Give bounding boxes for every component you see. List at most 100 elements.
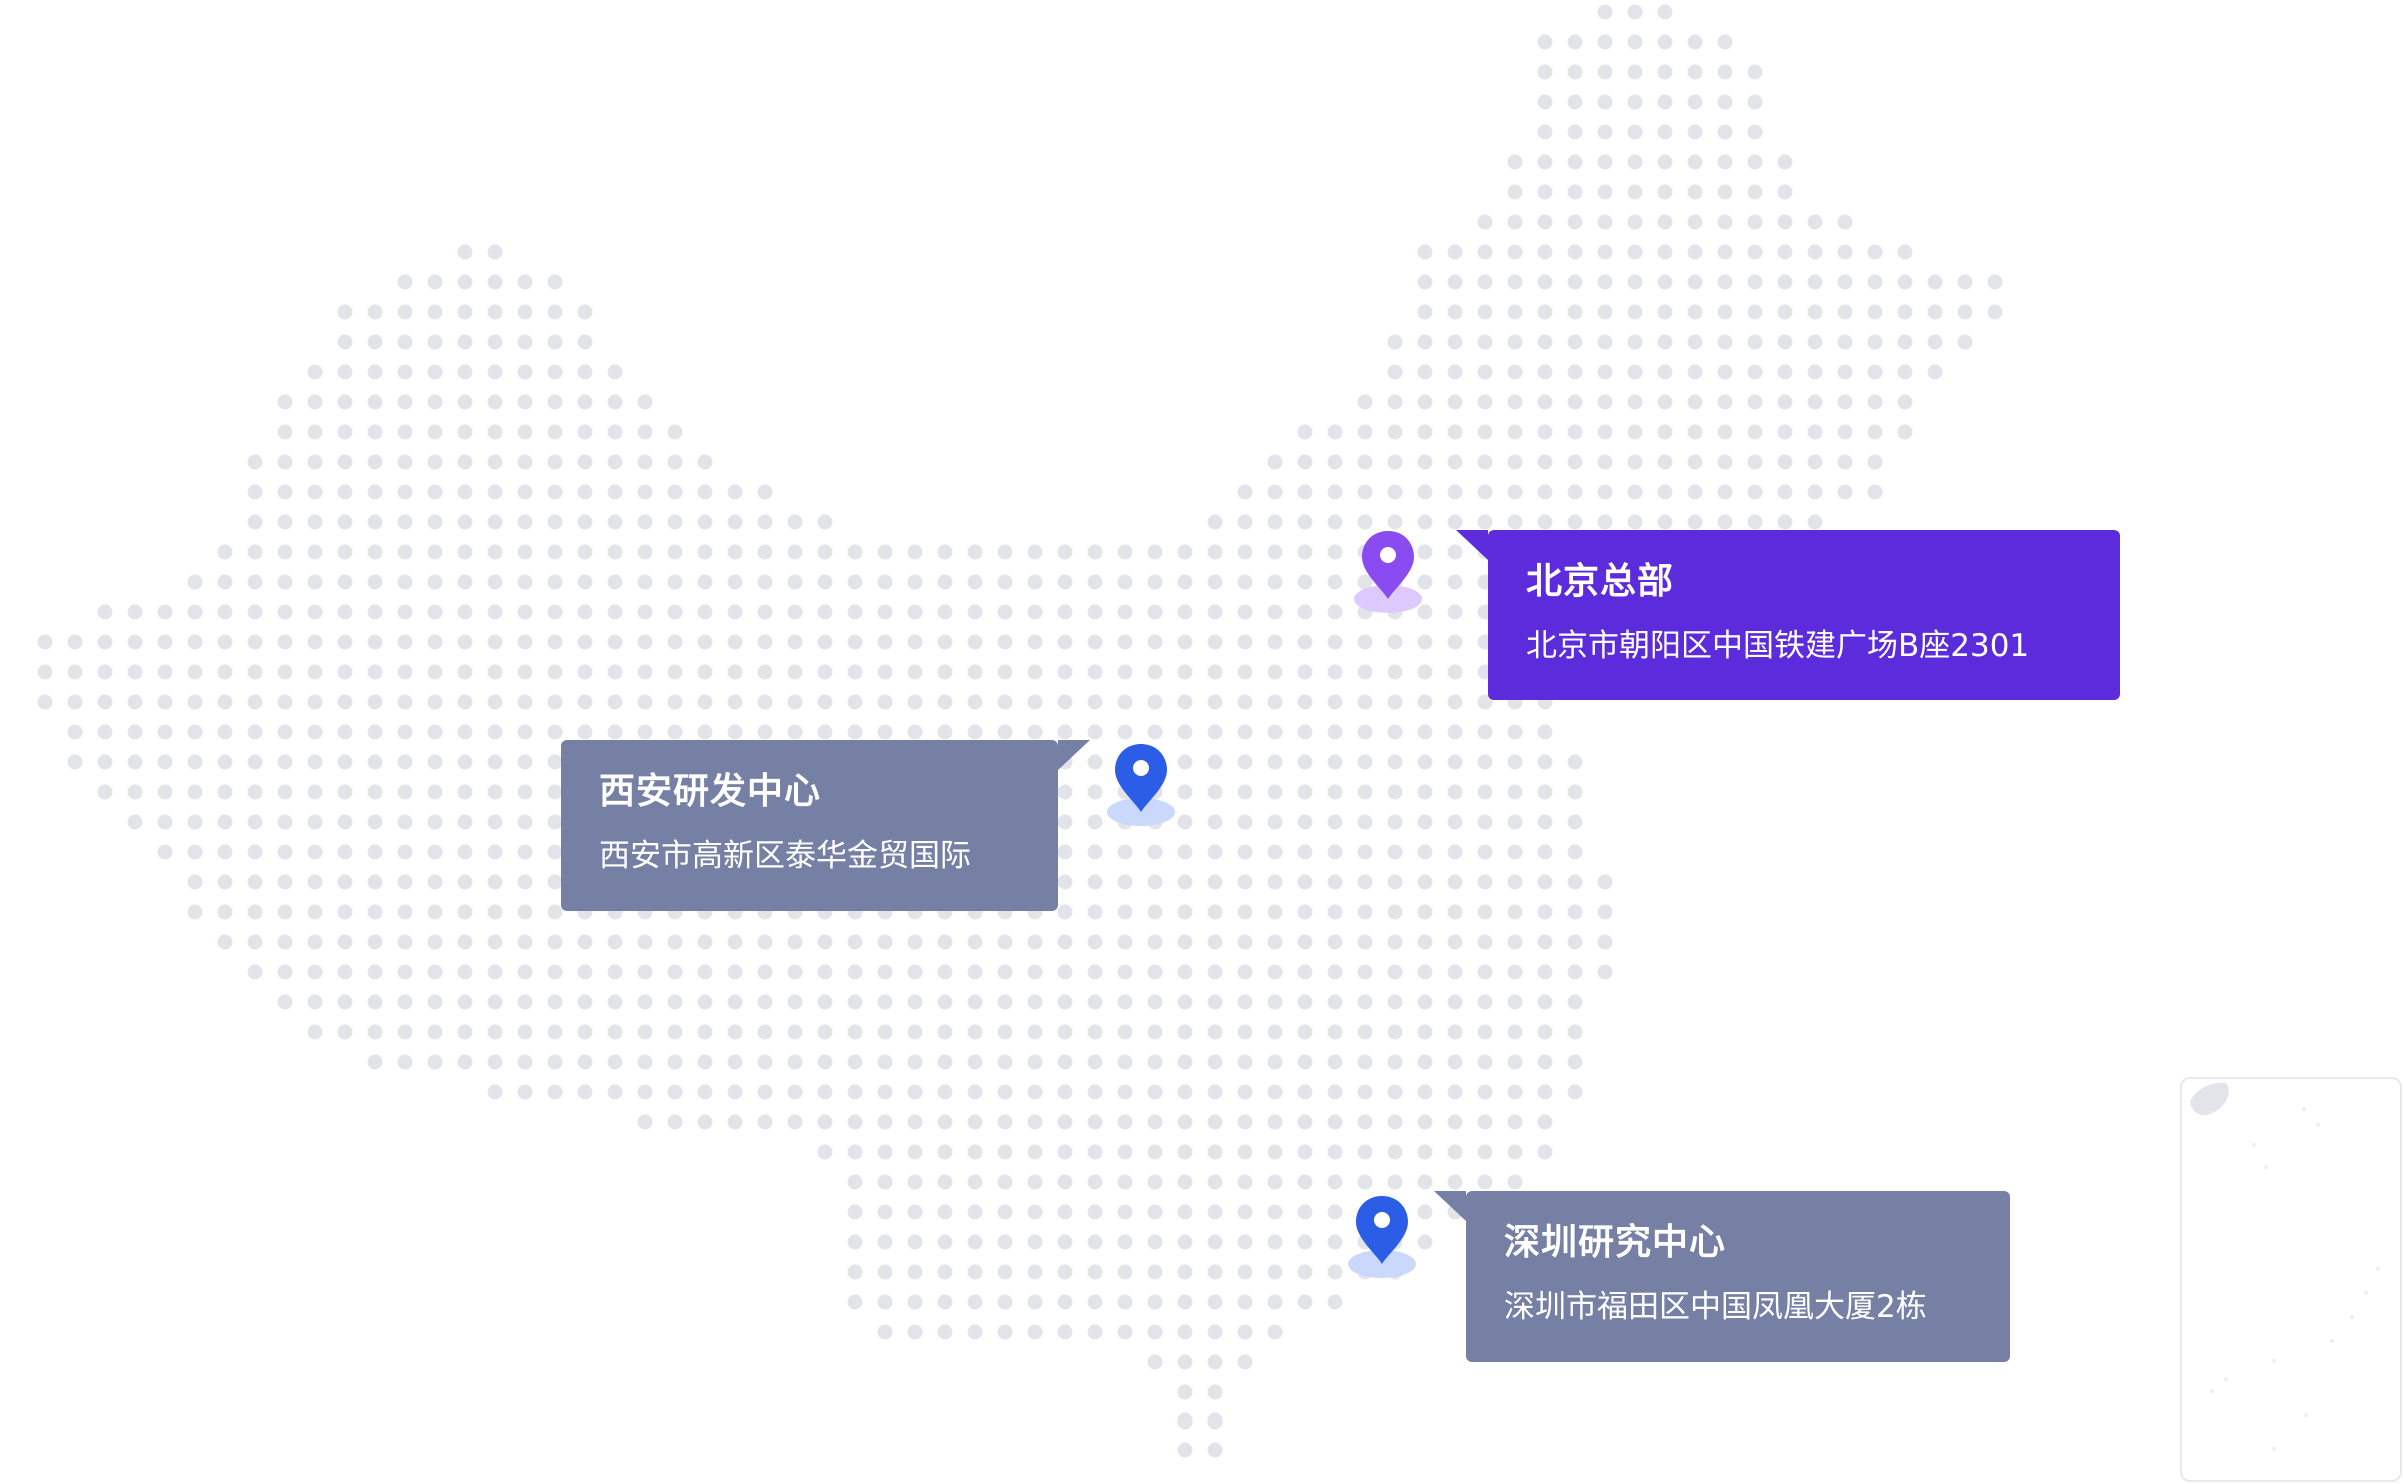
map-dot <box>1207 994 1223 1010</box>
shenzhen-location-card[interactable]: 深圳研究中心 深圳市福田区中国凤凰大厦2栋 <box>1434 1191 2010 1362</box>
map-dot <box>1567 964 1583 980</box>
map-dot <box>517 994 533 1010</box>
map-dot <box>1597 484 1613 500</box>
map-dot <box>1057 1144 1073 1160</box>
map-dot <box>1417 694 1433 710</box>
map-dot <box>967 1114 983 1130</box>
map-dot <box>457 634 473 650</box>
map-dot <box>1147 964 1163 980</box>
map-dot <box>1237 964 1253 980</box>
map-dot <box>1087 1144 1103 1160</box>
map-dot <box>1297 454 1313 470</box>
map-dot <box>1267 1024 1283 1040</box>
map-dot <box>847 934 863 950</box>
map-dot <box>217 874 233 890</box>
map-dot <box>1387 424 1403 440</box>
map-dot <box>1627 34 1643 50</box>
map-dot <box>187 844 203 860</box>
map-dot <box>1177 1144 1193 1160</box>
map-dot <box>367 424 383 440</box>
map-dot <box>307 1024 323 1040</box>
map-dot <box>337 724 353 740</box>
map-dot <box>1027 574 1043 590</box>
map-dot <box>727 724 743 740</box>
map-dot <box>1057 964 1073 980</box>
map-dot <box>547 604 563 620</box>
map-dot <box>487 1024 503 1040</box>
xian-location-card[interactable]: 西安研发中心 西安市高新区泰华金贸国际 <box>561 740 1090 911</box>
map-dot <box>937 544 953 560</box>
map-dot <box>1237 724 1253 740</box>
map-dot <box>1687 454 1703 470</box>
map-dot <box>667 1084 683 1100</box>
map-dot <box>1777 364 1793 380</box>
map-dot <box>1057 1204 1073 1220</box>
shenzhen-map-pin-icon[interactable] <box>1344 1190 1420 1282</box>
map-dot <box>307 454 323 470</box>
map-dot <box>277 604 293 620</box>
map-dot <box>1267 574 1283 590</box>
map-dot <box>337 784 353 800</box>
map-dot <box>997 964 1013 980</box>
map-dot <box>1957 334 1973 350</box>
map-dot <box>1477 514 1493 530</box>
map-dot <box>967 604 983 620</box>
map-dot <box>1387 994 1403 1010</box>
map-dot <box>1477 964 1493 980</box>
map-dot <box>1567 454 1583 470</box>
map-dot <box>1147 1024 1163 1040</box>
map-dot <box>1117 1234 1133 1250</box>
xian-map-pin-icon[interactable] <box>1103 738 1179 830</box>
map-dot <box>307 394 323 410</box>
map-dot <box>427 724 443 740</box>
map-dot <box>277 814 293 830</box>
map-dot <box>1597 184 1613 200</box>
map-dot <box>1807 394 1823 410</box>
map-dot <box>457 244 473 260</box>
map-dot <box>307 424 323 440</box>
map-dot <box>967 1084 983 1100</box>
map-dot <box>427 694 443 710</box>
map-dot <box>1327 424 1343 440</box>
map-dot <box>127 784 143 800</box>
map-dot <box>907 1114 923 1130</box>
map-dot <box>1687 184 1703 200</box>
map-dot <box>1387 754 1403 770</box>
map-dot <box>1717 274 1733 290</box>
map-dot <box>1117 1054 1133 1070</box>
map-dot <box>1477 394 1493 410</box>
map-dot <box>1447 364 1463 380</box>
map-dot <box>1417 844 1433 860</box>
map-dot <box>607 484 623 500</box>
map-dot <box>877 664 893 680</box>
map-dot <box>1117 664 1133 680</box>
map-dot <box>1477 874 1493 890</box>
map-dot <box>1207 574 1223 590</box>
map-dot <box>997 1054 1013 1070</box>
map-dot <box>397 814 413 830</box>
map-dot <box>487 964 503 980</box>
map-dot <box>937 604 953 620</box>
map-dot <box>847 1054 863 1070</box>
map-dot <box>367 574 383 590</box>
map-dot <box>457 724 473 740</box>
map-dot <box>1567 1024 1583 1040</box>
map-dot <box>757 1114 773 1130</box>
map-dot <box>877 964 893 980</box>
map-dot <box>427 994 443 1010</box>
beijing-map-pin-icon[interactable] <box>1350 525 1426 617</box>
map-dot <box>1207 1204 1223 1220</box>
map-dot <box>457 604 473 620</box>
map-dot <box>1657 364 1673 380</box>
map-dot <box>1807 424 1823 440</box>
beijing-location-card[interactable]: 北京总部 北京市朝阳区中国铁建广场B座2301 <box>1456 530 2120 700</box>
map-dot <box>967 934 983 950</box>
map-dot <box>1417 424 1433 440</box>
map-dot <box>247 694 263 710</box>
map-dot <box>307 994 323 1010</box>
map-dot <box>1117 604 1133 620</box>
map-dot <box>1477 1114 1493 1130</box>
map-dot <box>307 544 323 560</box>
map-dot <box>1567 64 1583 80</box>
map-dot <box>277 514 293 530</box>
